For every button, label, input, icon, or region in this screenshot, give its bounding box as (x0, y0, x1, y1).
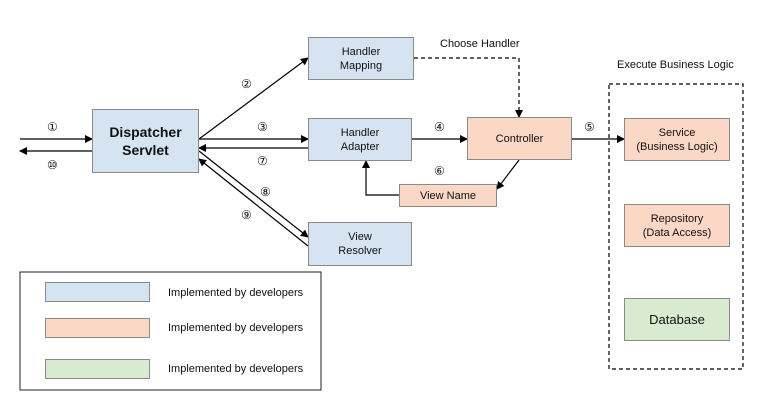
arrow-step-2 (198, 57, 309, 140)
step-3-label: ③ (257, 120, 268, 134)
legend-label-peach: Implemented by developers (168, 322, 304, 334)
arrow-choose-handler (414, 57, 523, 118)
repository-node: Repository (Data Access) (624, 204, 730, 247)
legend-label-blue: Implemented by developers (168, 287, 304, 299)
view-resolver-node: View Resolver (308, 222, 412, 266)
handler-adapter-node: Handler Adapter (308, 118, 412, 161)
step-6-label: ⑥ (434, 164, 445, 178)
step-5-label: ⑤ (584, 120, 595, 134)
legend-swatch-blue (45, 282, 150, 302)
step-8-label: ⑧ (260, 185, 271, 199)
choose-handler-label: Choose Handler (440, 38, 520, 50)
arrow-step-9 (198, 158, 309, 247)
controller-node: Controller (467, 117, 572, 160)
business-logic-container (608, 83, 744, 370)
step-1-label: ① (47, 120, 58, 134)
dispatcher-servlet-node: Dispatcher Servlet (92, 109, 199, 173)
database-node: Database (624, 298, 730, 341)
legend-frame (19, 271, 322, 391)
step-7-label: ⑦ (257, 154, 268, 168)
arrow-step-8 (198, 150, 309, 238)
step-9-label: ⑨ (241, 208, 252, 222)
legend-label-green: Implemented by developers (168, 363, 304, 375)
step-10-label: ⑩ (47, 158, 58, 172)
step-2-label: ② (241, 77, 252, 91)
step-4-label: ④ (434, 120, 445, 134)
arrow-controller-to-view-name (496, 159, 520, 190)
legend-swatch-peach (45, 318, 150, 338)
view-name-node: View Name (399, 184, 497, 207)
service-node: Service (Business Logic) (624, 118, 730, 161)
execute-business-logic-label: Execute Business Logic (617, 59, 734, 71)
legend-swatch-green (45, 359, 150, 379)
handler-mapping-node: Handler Mapping (308, 37, 414, 80)
arrow-step-6 (362, 160, 399, 196)
